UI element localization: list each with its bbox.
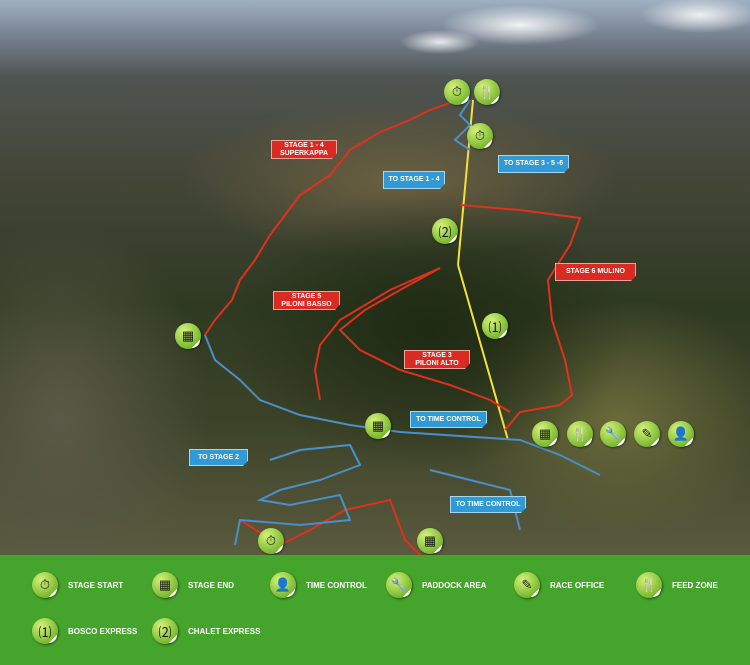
legend-label: TIME CONTROL <box>306 580 367 590</box>
stopwatch-icon[interactable]: ⏱ <box>467 123 493 149</box>
chairlift-2-icon[interactable]: ⑵ <box>432 218 458 244</box>
transfer-trail-stage2 <box>234 443 362 546</box>
stage-trail-mulino <box>459 204 582 431</box>
legend-item-stage-end: ▦ STAGE END <box>152 572 234 598</box>
wrench-icon[interactable]: 🔧 <box>600 421 626 447</box>
legend-label: STAGE END <box>188 580 235 590</box>
legend: ⏱ STAGE START ▦ STAGE END 👤 TIME CONTROL 🔧 P… <box>0 555 750 665</box>
label-stage-6-mulino: STAGE 6 MULINO <box>555 263 636 281</box>
legend-label: CHALET EXPRESS <box>188 626 261 636</box>
checkered-flag-icon[interactable]: ▦ <box>175 323 201 349</box>
legend-item-bosco-express: ⑴ BOSCO EXPRESS <box>32 618 137 644</box>
fork-knife-icon[interactable]: 🍴 <box>567 421 593 447</box>
label-stage-1-4-superkappa: STAGE 1 - 4 SUPERKAPPA <box>271 140 337 159</box>
person-icon: 👤 <box>270 572 296 598</box>
trail-map: STAGE 1 - 4 SUPERKAPPA TO STAGE 1 - 4 TO… <box>0 0 750 555</box>
legend-label: RACE OFFICE <box>550 580 605 590</box>
legend-item-stage-start: ⏱ STAGE START <box>32 572 123 598</box>
checkered-flag-icon[interactable]: ▦ <box>532 421 558 447</box>
checkered-flag-icon[interactable]: ▦ <box>417 528 443 554</box>
label-to-time-control-2: TO TIME CONTROL <box>450 496 526 513</box>
legend-item-feed-zone: 🍴 FEED ZONE <box>636 572 718 598</box>
label-stage-5-piloni-basso: STAGE 5 PILONI BASSO <box>273 291 340 310</box>
lift-line-bosco <box>457 264 509 441</box>
pencil-square-icon[interactable]: ✎ <box>634 421 660 447</box>
fork-knife-icon[interactable]: 🍴 <box>474 79 500 105</box>
label-to-stage-2: TO STAGE 2 <box>189 449 248 466</box>
wrench-icon: 🔧 <box>386 572 412 598</box>
transfer-trail-main <box>204 334 601 476</box>
label-stage-3-piloni-alto: STAGE 3 PILONI ALTO <box>404 350 470 369</box>
chairlift-2-icon: ⑵ <box>152 618 178 644</box>
legend-label: BOSCO EXPRESS <box>68 626 138 636</box>
transfer-trail-top <box>453 99 472 151</box>
label-to-stage-3-5-6: TO STAGE 3 - 5 -6 <box>498 155 569 173</box>
legend-label: FEED ZONE <box>672 580 718 590</box>
stage-trail-piloni-alto <box>338 267 511 413</box>
stopwatch-icon[interactable]: ⏱ <box>258 528 284 554</box>
legend-item-time-control: 👤 TIME CONTROL <box>270 572 367 598</box>
trail-overlay <box>204 99 601 555</box>
pencil-square-icon: ✎ <box>514 572 540 598</box>
label-to-time-control-1: TO TIME CONTROL <box>410 411 487 428</box>
person-icon[interactable]: 👤 <box>668 421 694 447</box>
stopwatch-icon: ⏱ <box>32 572 58 598</box>
legend-label: PADDOCK AREA <box>422 580 487 590</box>
legend-label: STAGE START <box>68 580 124 590</box>
label-to-stage-1-4: TO STAGE 1 - 4 <box>383 171 445 189</box>
legend-item-race-office: ✎ RACE OFFICE <box>514 572 604 598</box>
stopwatch-icon[interactable]: ⏱ <box>444 79 470 105</box>
chairlift-1-icon[interactable]: ⑴ <box>482 313 508 339</box>
fork-knife-icon: 🍴 <box>636 572 662 598</box>
legend-item-chalet-express: ⑵ CHALET EXPRESS <box>152 618 260 644</box>
legend-item-paddock-area: 🔧 PADDOCK AREA <box>386 572 486 598</box>
stage-trail-superkappa <box>204 99 459 336</box>
checkered-flag-icon[interactable]: ▦ <box>365 413 391 439</box>
checkered-flag-icon: ▦ <box>152 572 178 598</box>
chairlift-1-icon: ⑴ <box>32 618 58 644</box>
stage-trail-piloni-basso <box>313 267 441 401</box>
